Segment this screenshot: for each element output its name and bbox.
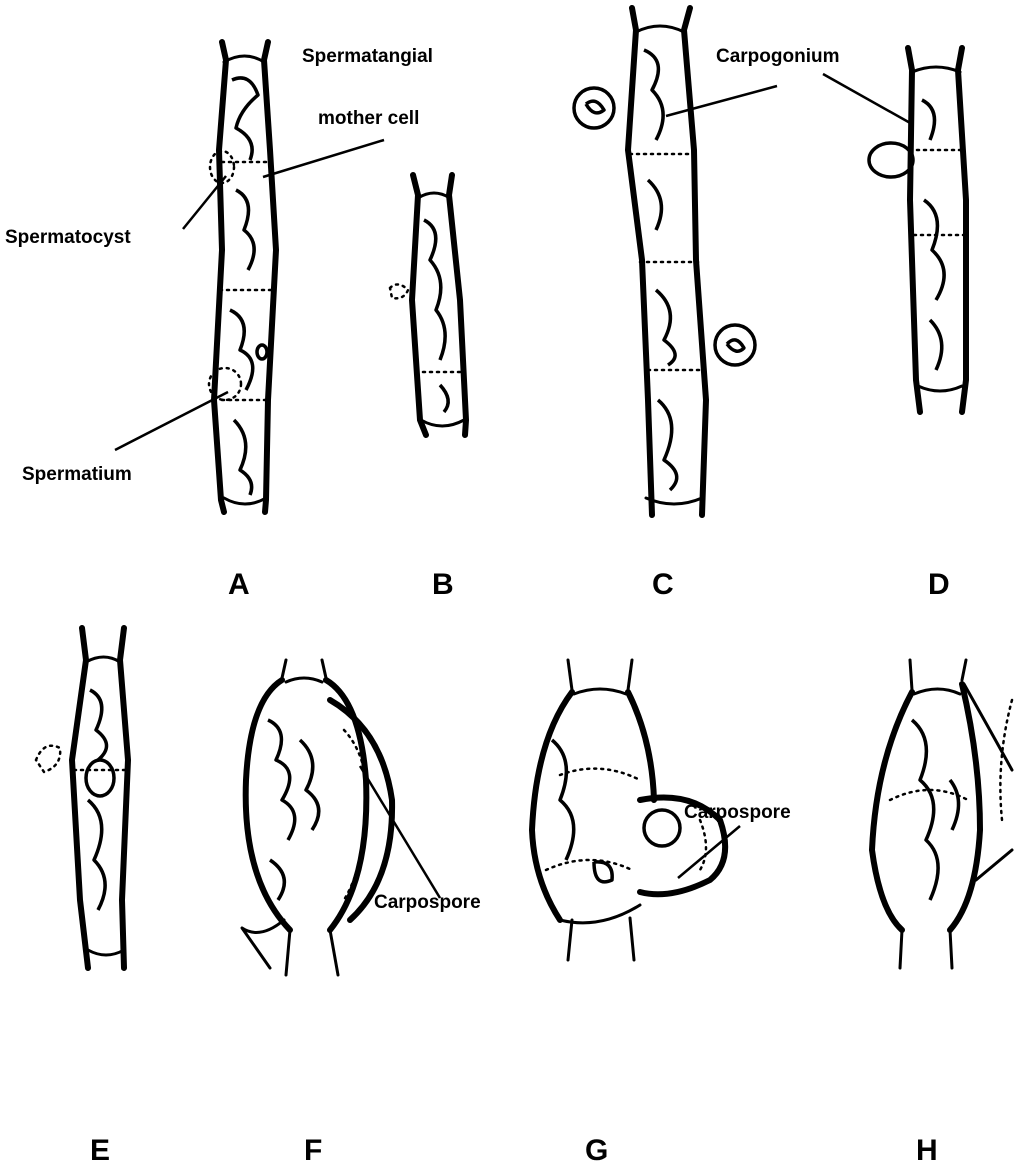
filament-c — [574, 8, 755, 515]
filament-f — [242, 660, 392, 975]
panel-label-c: C — [652, 568, 674, 601]
leader-spermatium — [115, 392, 228, 450]
filament-d — [869, 48, 966, 412]
panel-label-d: D — [928, 568, 950, 601]
leader-carpogonium-d — [823, 74, 912, 124]
panel-label-g: G — [585, 1134, 608, 1167]
leader-carpospore-g — [678, 826, 740, 878]
leader-spermatangial — [263, 140, 384, 177]
label-spermatangial-line1: Spermatangial — [302, 46, 433, 67]
leader-carpospore-f — [360, 766, 440, 898]
panel-label-b: B — [432, 568, 454, 601]
label-carpospore-g: Carpospore — [684, 802, 791, 823]
filament-h — [872, 660, 1012, 968]
leader-carpogonium-c — [666, 86, 777, 116]
filament-a — [209, 42, 276, 512]
label-spermatangial-line2: mother cell — [318, 108, 419, 129]
panel-label-e: E — [90, 1134, 110, 1167]
filament-b — [390, 175, 466, 435]
label-carpogonium: Carpogonium — [716, 46, 840, 67]
panel-label-f: F — [304, 1134, 322, 1167]
label-spermatocyst: Spermatocyst — [5, 227, 131, 248]
label-carpospore-f: Carpospore — [374, 892, 481, 913]
panel-label-h: H — [916, 1134, 938, 1167]
filament-e — [36, 628, 128, 968]
panel-label-a: A — [228, 568, 250, 601]
label-spermatium: Spermatium — [22, 464, 132, 485]
